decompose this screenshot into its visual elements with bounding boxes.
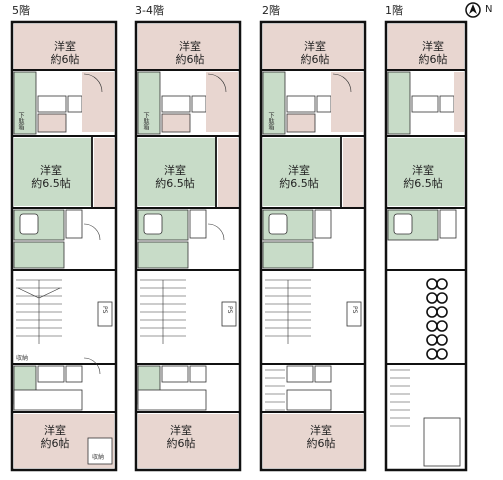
room-label-34-middle: 洋室約6.5帖 (155, 164, 195, 190)
floor-label-1: 1階 (385, 4, 403, 17)
floor-plan-1 (384, 20, 468, 472)
ps-label-34: PS (226, 306, 233, 314)
north-label: N (485, 4, 493, 15)
floor-label-2: 2階 (262, 4, 280, 17)
room-label-1-top: 洋室約6帖 (418, 40, 448, 66)
room-label-34-top: 洋室約6帖 (175, 40, 205, 66)
floor-plan-3-4 (134, 20, 242, 472)
floor-label-5: 5階 (12, 4, 30, 17)
room-label-1-middle: 洋室約6.5帖 (403, 164, 443, 190)
ps-label-5: PS (101, 306, 108, 314)
room-label-2-top: 洋室約6帖 (300, 40, 330, 66)
room-label-5-middle: 洋室約6.5帖 (31, 164, 71, 190)
ps-label-2: PS (351, 306, 358, 314)
shoes-label-34: 下駄箱 (142, 112, 149, 130)
room-label-2-bottom: 洋室約6帖 (306, 424, 336, 450)
floor-plan-2 (259, 20, 367, 472)
room-label-34-bottom: 洋室約6帖 (166, 424, 196, 450)
room-label-2-middle: 洋室約6.5帖 (279, 164, 319, 190)
shoes-label-5: 下駄箱 (17, 112, 24, 130)
floor-label-3-4: 3-4階 (135, 4, 164, 17)
room-label-5-top: 洋室約6帖 (50, 40, 80, 66)
bottom-storage-label-5: 収納 (92, 454, 105, 461)
room-label-5-bottom: 洋室約6帖 (40, 424, 70, 450)
shoes-label-2: 下駄箱 (267, 112, 274, 130)
north-compass-icon (465, 2, 481, 18)
floor-plan-5 (10, 20, 118, 472)
storage-label-5: 収納 (16, 355, 29, 362)
